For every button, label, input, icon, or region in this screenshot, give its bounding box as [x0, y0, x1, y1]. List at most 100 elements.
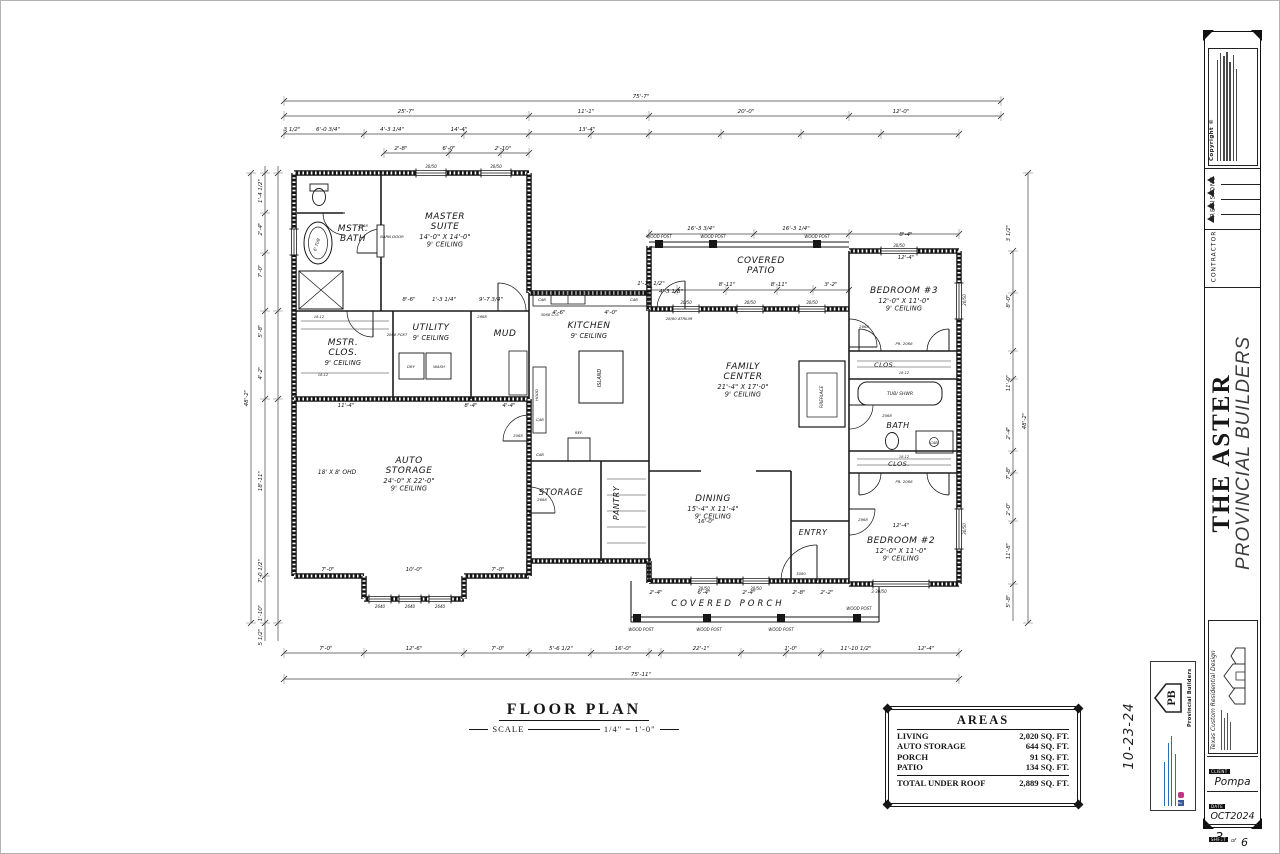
date-note: 10-23-24 [1122, 702, 1137, 770]
dimension: 8'-4" [899, 232, 913, 238]
annotation: CAB [630, 297, 638, 302]
room-sub-utility: 9' CEILING [413, 334, 449, 342]
dimension: 2'-2" [820, 590, 834, 596]
dimension: 2'-8" [792, 590, 806, 596]
room-sub-bedroom-2: 12'-0" X 11'-0" [875, 547, 926, 555]
annotation: 2068 [513, 433, 523, 438]
dimension: 7'-0 1/2" [258, 559, 264, 583]
dimension: 3'-2" [824, 282, 838, 288]
refrigerator [567, 437, 591, 462]
room-sub-bedroom-3: 12'-0" X 11'-0" [878, 297, 929, 305]
annotation: 2668 [859, 324, 869, 329]
dimension: 16'-3 1/4" [782, 226, 810, 232]
wood-post [655, 240, 663, 248]
room-sub-master-suite: 14'-0" X 14'-0" [419, 233, 470, 241]
mud-bench [508, 350, 528, 396]
annotation: 2068 [358, 223, 368, 228]
annotation: 18-12 [318, 373, 329, 377]
dimension: 11'-8" [1006, 542, 1012, 559]
wood-post [633, 614, 641, 622]
door-swing [346, 310, 374, 338]
dimension: 8'-6" [402, 297, 416, 303]
room-label-bath: BATH [886, 421, 909, 430]
room-label-mstr-clos: MSTR. [328, 338, 359, 348]
date-label: DATE [1209, 803, 1226, 809]
room-label-bedroom-3: BEDROOM #3 [870, 286, 938, 296]
dimension: 2'-4" [258, 222, 264, 236]
annotation: 2640 [375, 604, 386, 609]
annotation: 2868 [858, 517, 868, 522]
room-label-master-suite: SUITE [431, 222, 460, 232]
dimension: 8'-11" [719, 282, 736, 288]
annotation: DRY [407, 364, 416, 369]
dimension: 16'-3 3/4" [687, 226, 715, 232]
annotation: WOOD POST [646, 234, 672, 239]
sheet-number: 3 [1215, 830, 1224, 846]
dimension: 7'-0" [491, 567, 505, 573]
wood-post [813, 240, 821, 248]
dimension: 1'-10" [258, 604, 264, 621]
room-label-mstr-clos: CLOS. [328, 348, 357, 358]
wood-post [777, 614, 785, 622]
annotation: 30/50 [490, 164, 502, 169]
annotation: 30/50 [962, 523, 967, 535]
room-label-covered-patio: COVERED [737, 256, 785, 266]
room-sub-bedroom-3: 9' CEILING [886, 304, 922, 312]
annotation: 18-12 [899, 455, 910, 459]
washer [425, 352, 452, 380]
room-label-mstr-bath: BATH [340, 234, 366, 244]
designer-name: Texas Custom Residential Design [1210, 650, 1217, 750]
annotation: 2868 [477, 314, 487, 319]
counter-cabinet [532, 366, 547, 434]
door-swing [848, 318, 878, 348]
dimension: 1'-0" [784, 646, 798, 652]
door-swing [848, 404, 874, 430]
sheet-separator: of [1231, 837, 1236, 844]
sheet-label: SHEET [1209, 836, 1229, 842]
designer-contact-lines [1219, 710, 1249, 750]
pb-house-logo: PB Provincial Builders [1153, 668, 1193, 727]
door-swing [926, 472, 950, 496]
room-label-auto-storage: AUTO [394, 456, 422, 466]
annotation: 30/50 [680, 300, 692, 305]
room-sub-dining: 9' CEILING [695, 512, 731, 520]
wood-post [703, 614, 711, 622]
door-swing [858, 472, 882, 496]
annotation: FIREPLACE [819, 385, 824, 408]
areas-total-label: TOTAL UNDER ROOF [897, 777, 986, 788]
dimension: 7'-0" [321, 567, 335, 573]
annotation: 30/50 [893, 243, 905, 248]
title-fields: CLIENT Pompa DATE OCT2024 SHEET 3 of 6 P… [1207, 756, 1258, 853]
builder-logo-caption: Provincial Builders [1187, 668, 1193, 727]
dimension: 6'-4" [697, 590, 711, 596]
annotation: WOOD POST [846, 606, 872, 611]
svg-text:PB: PB [1164, 690, 1178, 705]
dimension: 2'-8" [394, 146, 408, 152]
scale-row: SCALE 1/4" = 1'-0" [469, 724, 679, 734]
door-swing [926, 328, 950, 352]
dimension: 1'-11 1/2" [637, 281, 665, 287]
dimension: 16'-0" [698, 519, 715, 525]
room-label-auto-storage: STORAGE [386, 466, 433, 476]
annotation: REF. [575, 430, 583, 435]
room-sub-mstr-clos: 9' CEILING [325, 359, 361, 367]
annotation: 2640 [405, 604, 416, 609]
dimension: 25'-7" [398, 109, 415, 115]
fireplace [806, 372, 838, 418]
annotation: 3-30/50 [871, 589, 887, 594]
bath-vanity [915, 430, 954, 454]
dimension: 2'-4" [1006, 426, 1012, 440]
room-label-family-center: FAMILY [726, 362, 761, 372]
annotation: WOOD POST [804, 234, 830, 239]
dimension: 2'-10" [495, 146, 512, 152]
annotation: 30/50 [744, 300, 756, 305]
dimension: 75'-11" [631, 672, 652, 678]
annotation: 3080 [796, 571, 806, 576]
annotation: 2668 [537, 497, 547, 502]
annotation: 3068 C.O. [541, 312, 560, 317]
annotation: CAB [538, 297, 546, 302]
dimension: 11'-1" [578, 109, 595, 115]
dimension: 5'-8" [1006, 594, 1012, 608]
contractor-label: CONTRACTOR [1210, 230, 1218, 283]
